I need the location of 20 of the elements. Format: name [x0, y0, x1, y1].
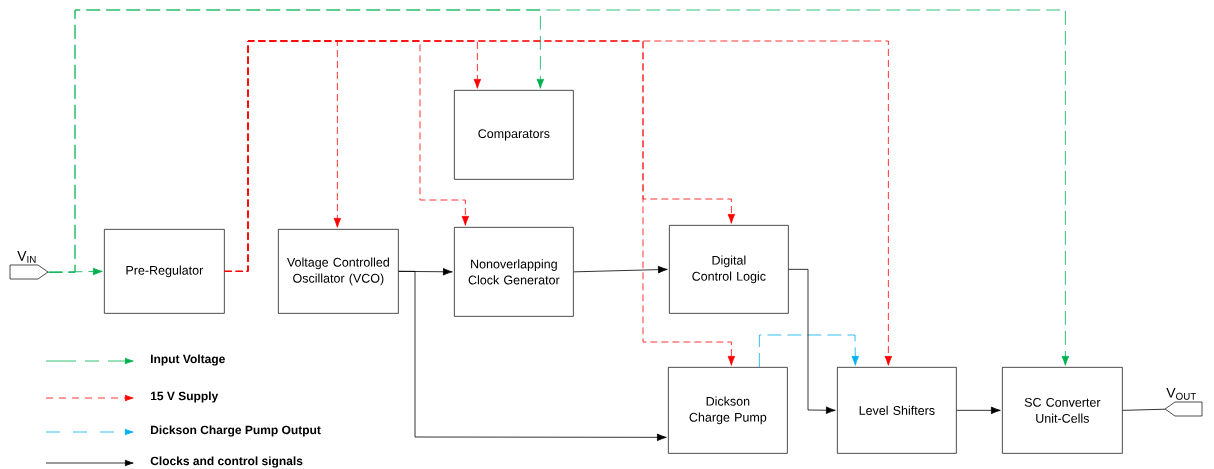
- legend-label: Dickson Charge Pump Output: [151, 425, 321, 437]
- block-box: Voltage Controlled Oscillator (VCO): [278, 229, 399, 314]
- block-box: Nonoverlapping Clock Generator: [454, 227, 574, 317]
- block-box: Level Shifters: [837, 367, 957, 454]
- arrow: [48, 267, 103, 276]
- arrow: [758, 334, 859, 368]
- arrow: [788, 268, 836, 414]
- legend-label: Clocks and control signals: [150, 456, 303, 468]
- legend-label: Input Voltage: [151, 354, 225, 366]
- block-box: Comparators: [454, 90, 574, 180]
- legend-label: 15 V Supply: [150, 391, 219, 403]
- arrow: [956, 406, 1001, 415]
- block-box: Dickson Charge Pump: [668, 367, 788, 454]
- arrow: [224, 40, 893, 366]
- block-box: SC Converter Unit-Cells: [1002, 367, 1123, 454]
- block-box: Digital Control Logic: [669, 225, 789, 314]
- arrow: [573, 265, 668, 274]
- arrow: [48, 9, 1070, 366]
- block-box: Pre-Regulator: [104, 229, 225, 314]
- arrow: [398, 270, 667, 442]
